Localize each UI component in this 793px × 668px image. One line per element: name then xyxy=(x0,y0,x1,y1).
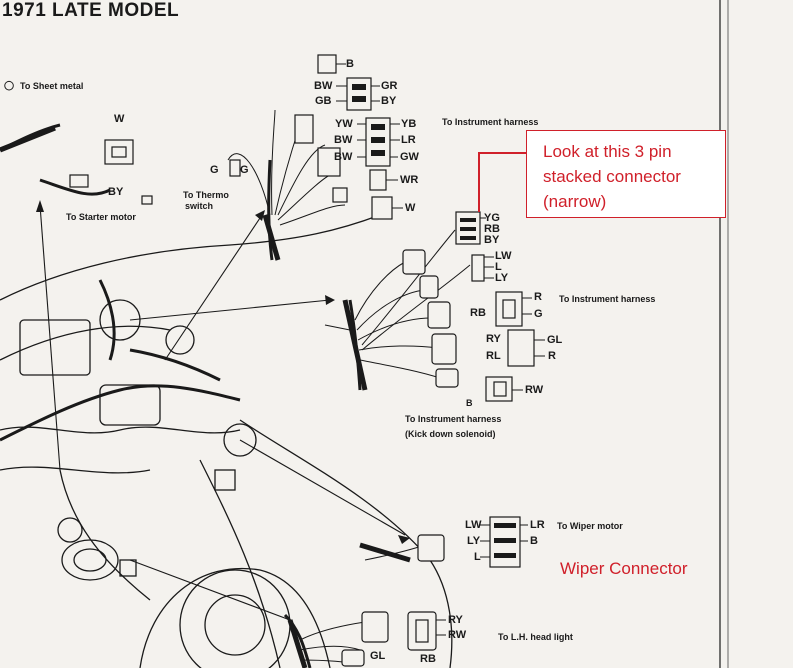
label-gl-2: GL xyxy=(370,650,386,662)
label-w-right: W xyxy=(405,202,416,214)
label-to-instrument-harness-2: To Instrument harness xyxy=(559,294,656,304)
label-yg: YG xyxy=(484,212,500,224)
label-to-instrument-harness-3: To Instrument harness xyxy=(405,414,502,424)
callout-line-horizontal xyxy=(478,152,526,154)
label-rw-2: RW xyxy=(448,629,467,641)
leader-lines xyxy=(39,204,406,621)
label-bw-3: BW xyxy=(334,151,353,163)
label-to-wiper-motor: To Wiper motor xyxy=(557,521,623,531)
label-rb-1: RB xyxy=(484,223,500,235)
label-w-top: W xyxy=(114,113,125,125)
label-ly-2: LY xyxy=(467,535,481,547)
label-gb: GB xyxy=(315,95,332,107)
label-rl: RL xyxy=(486,350,501,362)
annotation-line-1: Look at this 3 pin xyxy=(543,142,672,161)
label-ry-1: RY xyxy=(486,333,501,345)
label-lr: LR xyxy=(401,134,416,146)
wiper-connector-annotation: Wiper Connector xyxy=(560,559,688,578)
label-b-mid: B xyxy=(466,398,473,408)
arrow-heads xyxy=(36,200,410,544)
label-to-sheet-metal: To Sheet metal xyxy=(20,81,84,91)
label-l-1: L xyxy=(495,261,502,273)
label-to-thermo: To Thermo xyxy=(183,190,229,200)
callout-line-vertical xyxy=(478,152,480,212)
label-bw-2: BW xyxy=(334,134,353,146)
label-yb: YB xyxy=(401,118,417,130)
label-rb-2: RB xyxy=(470,307,486,319)
label-to-starter-motor: To Starter motor xyxy=(66,212,136,222)
wire-fans xyxy=(227,109,471,665)
label-g-2: G xyxy=(240,164,249,176)
annotation-line-3: (narrow) xyxy=(543,192,607,211)
label-r-2: R xyxy=(548,350,556,362)
harness-tape xyxy=(0,125,411,668)
label-to-instrument-harness-1: To Instrument harness xyxy=(442,117,539,127)
label-b-top: B xyxy=(346,58,354,70)
connectors xyxy=(69,54,535,667)
connector-pins xyxy=(352,84,516,558)
label-ry-2: RY xyxy=(448,614,463,626)
label-g-1: G xyxy=(210,164,219,176)
label-g-3: G xyxy=(534,308,543,320)
label-lw-2: LW xyxy=(465,519,482,531)
label-rb-3: RB xyxy=(420,653,436,665)
label-bw-1: BW xyxy=(314,80,333,92)
page-title: 1971 LATE MODEL xyxy=(2,0,180,21)
label-switch: switch xyxy=(185,201,214,211)
label-l-2: L xyxy=(474,551,481,563)
label-gw: GW xyxy=(400,151,419,163)
label-rw-1: RW xyxy=(525,384,544,396)
label-b-wiper: B xyxy=(530,535,538,547)
annotation-line-2: stacked connector xyxy=(543,167,681,186)
label-lr-2: LR xyxy=(530,519,545,531)
label-to-lh-head-light: To L.H. head light xyxy=(498,632,573,642)
label-ticks xyxy=(336,63,545,636)
label-kick-down-solenoid: (Kick down solenoid) xyxy=(405,429,496,439)
label-wr: WR xyxy=(400,174,419,186)
label-sheet-metal-icon: ◯ xyxy=(4,80,15,90)
car-body-outline xyxy=(0,214,453,668)
label-r-1: R xyxy=(534,291,542,303)
label-ly-1: LY xyxy=(495,272,509,284)
annotation-callout-box: Look at this 3 pin stacked connector (na… xyxy=(526,130,726,218)
label-by: BY xyxy=(108,186,124,198)
label-lw-1: LW xyxy=(495,250,512,262)
label-gl-1: GL xyxy=(547,334,563,346)
label-by-3: BY xyxy=(484,234,500,246)
label-yw: YW xyxy=(335,118,353,130)
label-gr: GR xyxy=(381,80,398,92)
label-by-2: BY xyxy=(381,95,397,107)
